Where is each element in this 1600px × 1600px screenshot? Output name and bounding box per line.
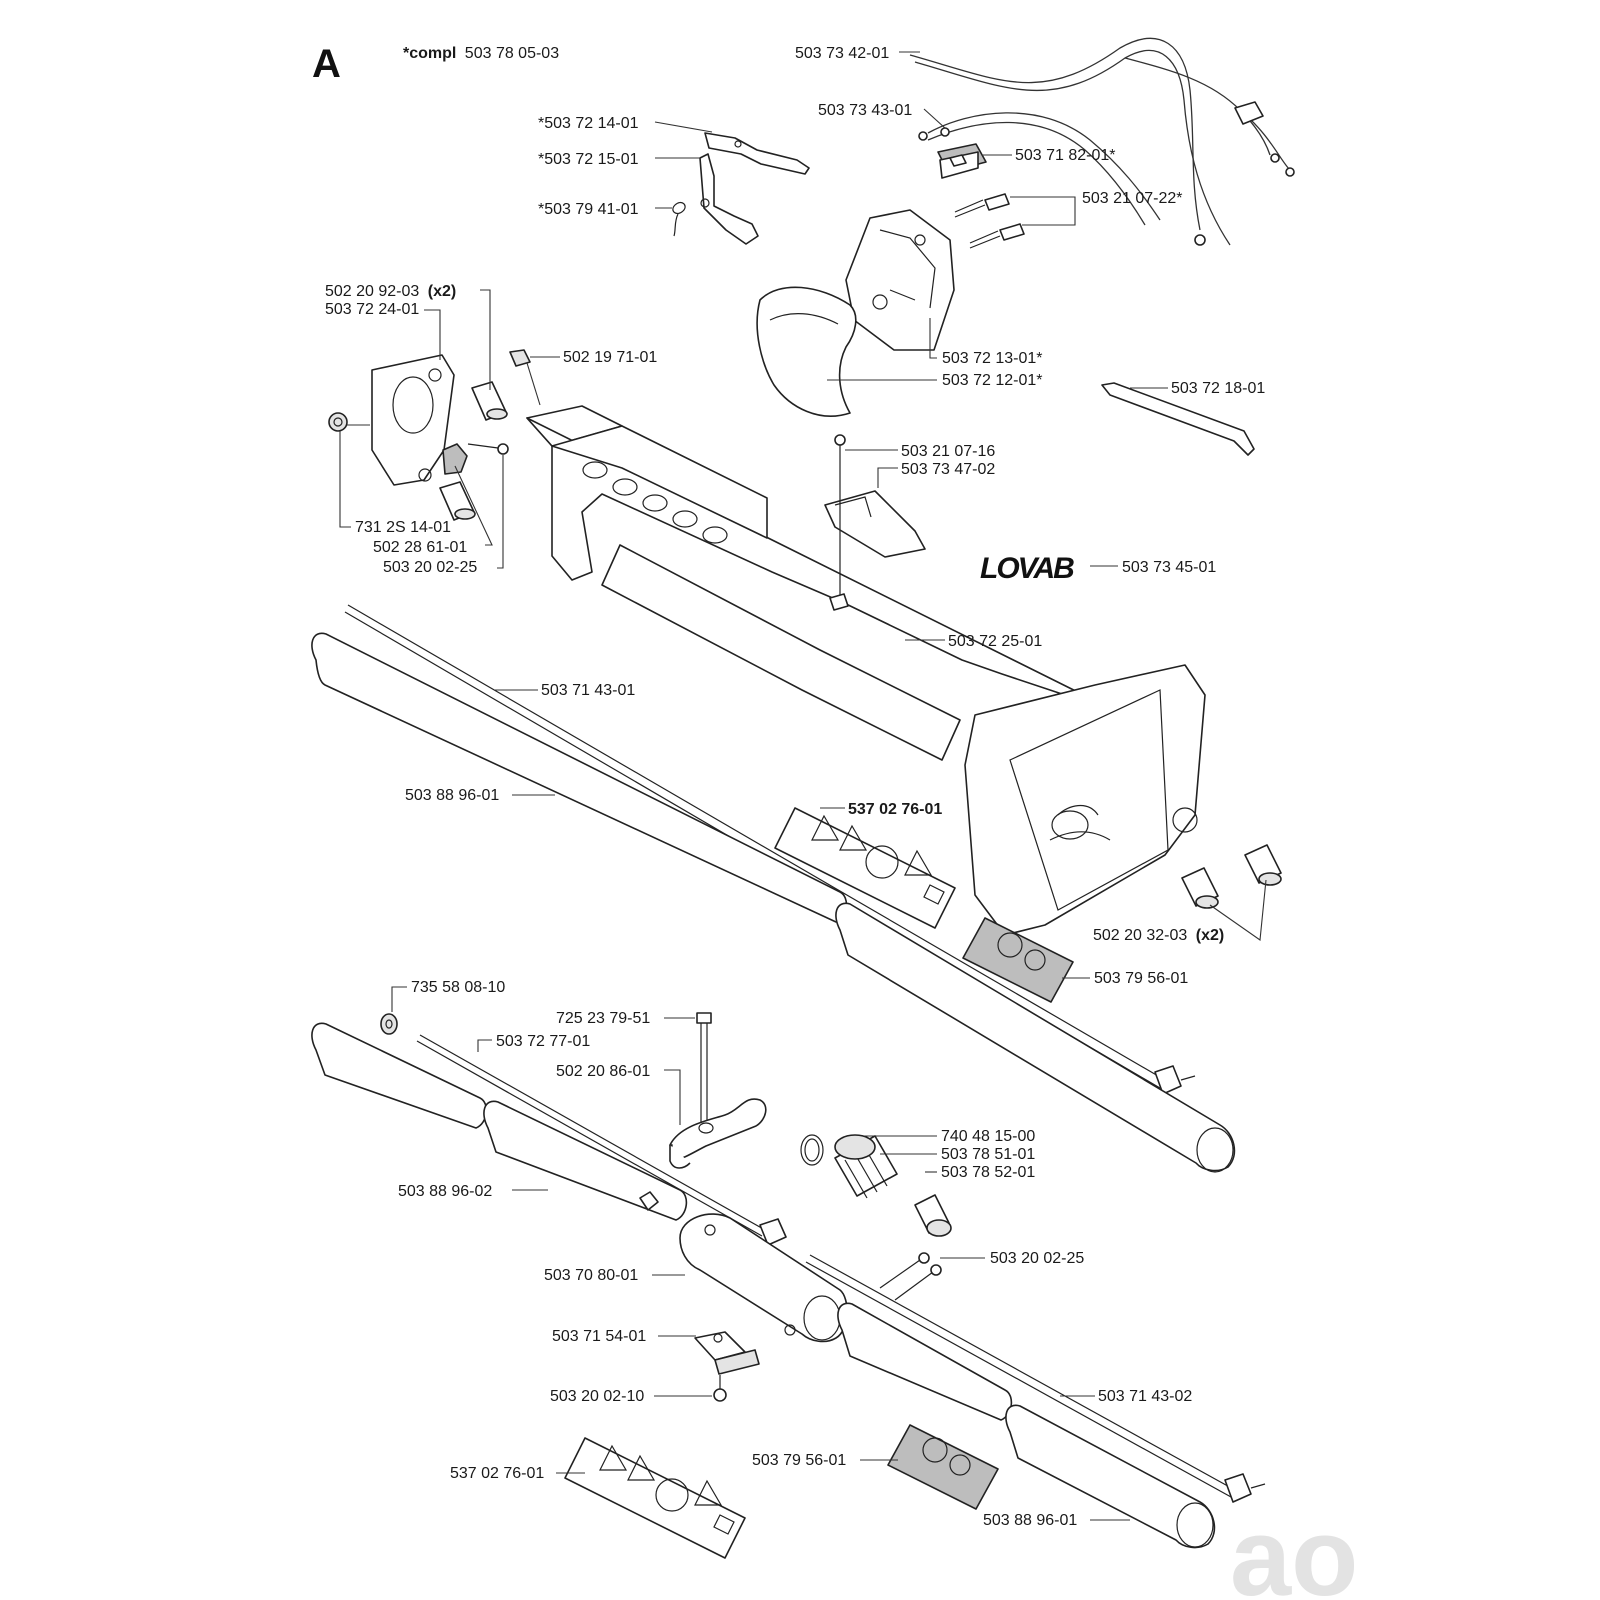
label-503-72-14-01: *503 72 14-01: [538, 115, 639, 132]
label-503-71-54-01: 503 71 54-01: [552, 1328, 646, 1345]
label-503-79-56-01-lower: 503 79 56-01: [752, 1452, 846, 1469]
label-502-20-92-03: 502 20 92-03 (x2): [325, 283, 456, 300]
watermark-logo: ao: [1230, 1496, 1358, 1600]
handle-housing-part: [845, 209, 955, 351]
label-503-88-96-01-upper: 503 88 96-01: [405, 787, 499, 804]
label-502-20-92-03-qty: (x2): [428, 283, 456, 300]
label-503-20-02-25-top: 503 20 02-25: [383, 559, 477, 576]
label-503-88-96-01-lower: 503 88 96-01: [983, 1512, 1077, 1529]
throttle-trigger-part: [704, 132, 810, 175]
bolt-725-23-79-51: [696, 1012, 712, 1133]
label-503-72-25-01: 503 72 25-01: [948, 633, 1042, 650]
tube-503-88-96-01-upper: [311, 632, 1236, 1173]
strap-part: [1101, 382, 1255, 456]
label-502-20-32-03: 502 20 32-03 (x2): [1093, 927, 1224, 944]
tube-503-88-96-02: [311, 1022, 688, 1221]
warning-decal-lower: [564, 1437, 746, 1559]
label-503-21-07-16: 503 21 07-16: [901, 443, 995, 460]
lovab-logo-text: LOVAB: [980, 552, 1074, 585]
caps-502-20-32-03: [1181, 844, 1282, 909]
label-503-71-43-01: 503 71 43-01: [541, 682, 635, 699]
main-shaft-housing: [526, 405, 1183, 875]
label-503-73-45-01: 503 73 45-01: [1122, 559, 1216, 576]
handle-screws: [954, 193, 1025, 249]
drive-shaft-503-72-77-01: [416, 1034, 787, 1246]
label-503-70-80-01: 503 70 80-01: [544, 1267, 638, 1284]
bracket-part: [371, 354, 455, 486]
label-503-73-43-01: 503 73 43-01: [818, 102, 912, 119]
label-503-73-47-02: 503 73 47-02: [901, 461, 995, 478]
label-503-20-02-10: 503 20 02-10: [550, 1388, 644, 1405]
tube-503-88-96-01-lower: [837, 1302, 1216, 1549]
label-537-02-76-01-lower: 537 02 76-01: [450, 1465, 544, 1482]
label-502-20-92-03-number: 502 20 92-03: [325, 283, 419, 300]
screw-503-20-02-10: [713, 1375, 727, 1402]
label-503-71-82-01: 503 71 82-01*: [1015, 147, 1116, 164]
knob-502-20-86-01: [669, 1098, 767, 1169]
label-731-2s-14-01: 731 2S 14-01: [355, 519, 451, 536]
washer-735-58-08-10: [380, 1013, 398, 1035]
label-502-19-71-01: 502 19 71-01: [563, 349, 657, 366]
bushing-503-78-51-01: [834, 1134, 898, 1199]
label-503-78-51-01: 503 78 51-01: [941, 1146, 1035, 1163]
switch-part: [937, 143, 987, 179]
clip-502-19-71-01: [509, 349, 531, 367]
decal-503-79-56-01-upper: [962, 917, 1074, 1003]
section-letter: A: [312, 42, 341, 86]
warning-decal-upper: [774, 807, 956, 929]
clamp-502-28-61-01: [442, 443, 468, 475]
label-503-78-52-01: 503 78 52-01: [941, 1164, 1035, 1181]
label-503-79-56-01-upper: 503 79 56-01: [1094, 970, 1188, 987]
oring-740-48-15-00: [800, 1134, 824, 1166]
coupling-503-70-80-01: [679, 1213, 848, 1343]
label-503-72-18-01: 503 72 18-01: [1171, 380, 1265, 397]
handle-grip-part: [756, 286, 857, 417]
label-503-72-13-01: 503 72 13-01*: [942, 350, 1043, 367]
lovab-logo: LOVAB: [980, 552, 1076, 585]
label-537-02-76-01-bold: 537 02 76-01: [848, 801, 942, 818]
wire-harness-group: [909, 37, 1295, 246]
compl-number: 503 78 05-03: [465, 45, 559, 62]
caps-502-20-92-03: [439, 381, 508, 521]
trigger-lock-part: [699, 153, 759, 245]
label-735-58-08-10: 735 58 08-10: [411, 979, 505, 996]
label-503-71-43-02: 503 71 43-02: [1098, 1388, 1192, 1405]
label-502-20-32-03-number: 502 20 32-03: [1093, 927, 1187, 944]
label-503-21-07-22: 503 21 07-22*: [1082, 190, 1183, 207]
label-503-72-24-01: 503 72 24-01: [325, 301, 419, 318]
nut-731-2s-14-01: [328, 412, 348, 432]
sleeve-503-78-52-01: [914, 1194, 952, 1237]
screws-503-20-02-25-lower: [879, 1252, 942, 1301]
label-503-79-41-01: *503 79 41-01: [538, 201, 639, 218]
screw-503-20-02-25-top: [467, 443, 509, 455]
label-502-28-61-01: 502 28 61-01: [373, 539, 467, 556]
gearbox-housing: [964, 664, 1206, 936]
label-725-23-79-51: 725 23 79-51: [556, 1010, 650, 1027]
compl-assembly-label: *compl 503 78 05-03: [403, 45, 559, 62]
compl-prefix: *compl: [403, 45, 456, 62]
decal-503-79-56-01-lower: [887, 1424, 999, 1510]
label-740-48-15-00: 740 48 15-00: [941, 1128, 1035, 1145]
label-503-73-42-01: 503 73 42-01: [795, 45, 889, 62]
drive-shaft-503-71-43-02: [805, 1254, 1266, 1503]
screw-503-21-07-16: [834, 434, 846, 495]
spring-part: [672, 201, 686, 237]
label-502-20-86-01: 502 20 86-01: [556, 1063, 650, 1080]
clamp-plate-503-71-54-01: [694, 1331, 760, 1375]
bracket-503-73-47-02: [824, 490, 926, 558]
label-502-20-32-03-qty: (x2): [1196, 927, 1224, 944]
label-503-72-77-01: 503 72 77-01: [496, 1033, 590, 1050]
label-503-88-96-02: 503 88 96-02: [398, 1183, 492, 1200]
label-503-72-12-01: 503 72 12-01*: [942, 372, 1043, 389]
label-503-72-15-01: *503 72 15-01: [538, 151, 639, 168]
label-503-20-02-25-lower: 503 20 02-25: [990, 1250, 1084, 1267]
